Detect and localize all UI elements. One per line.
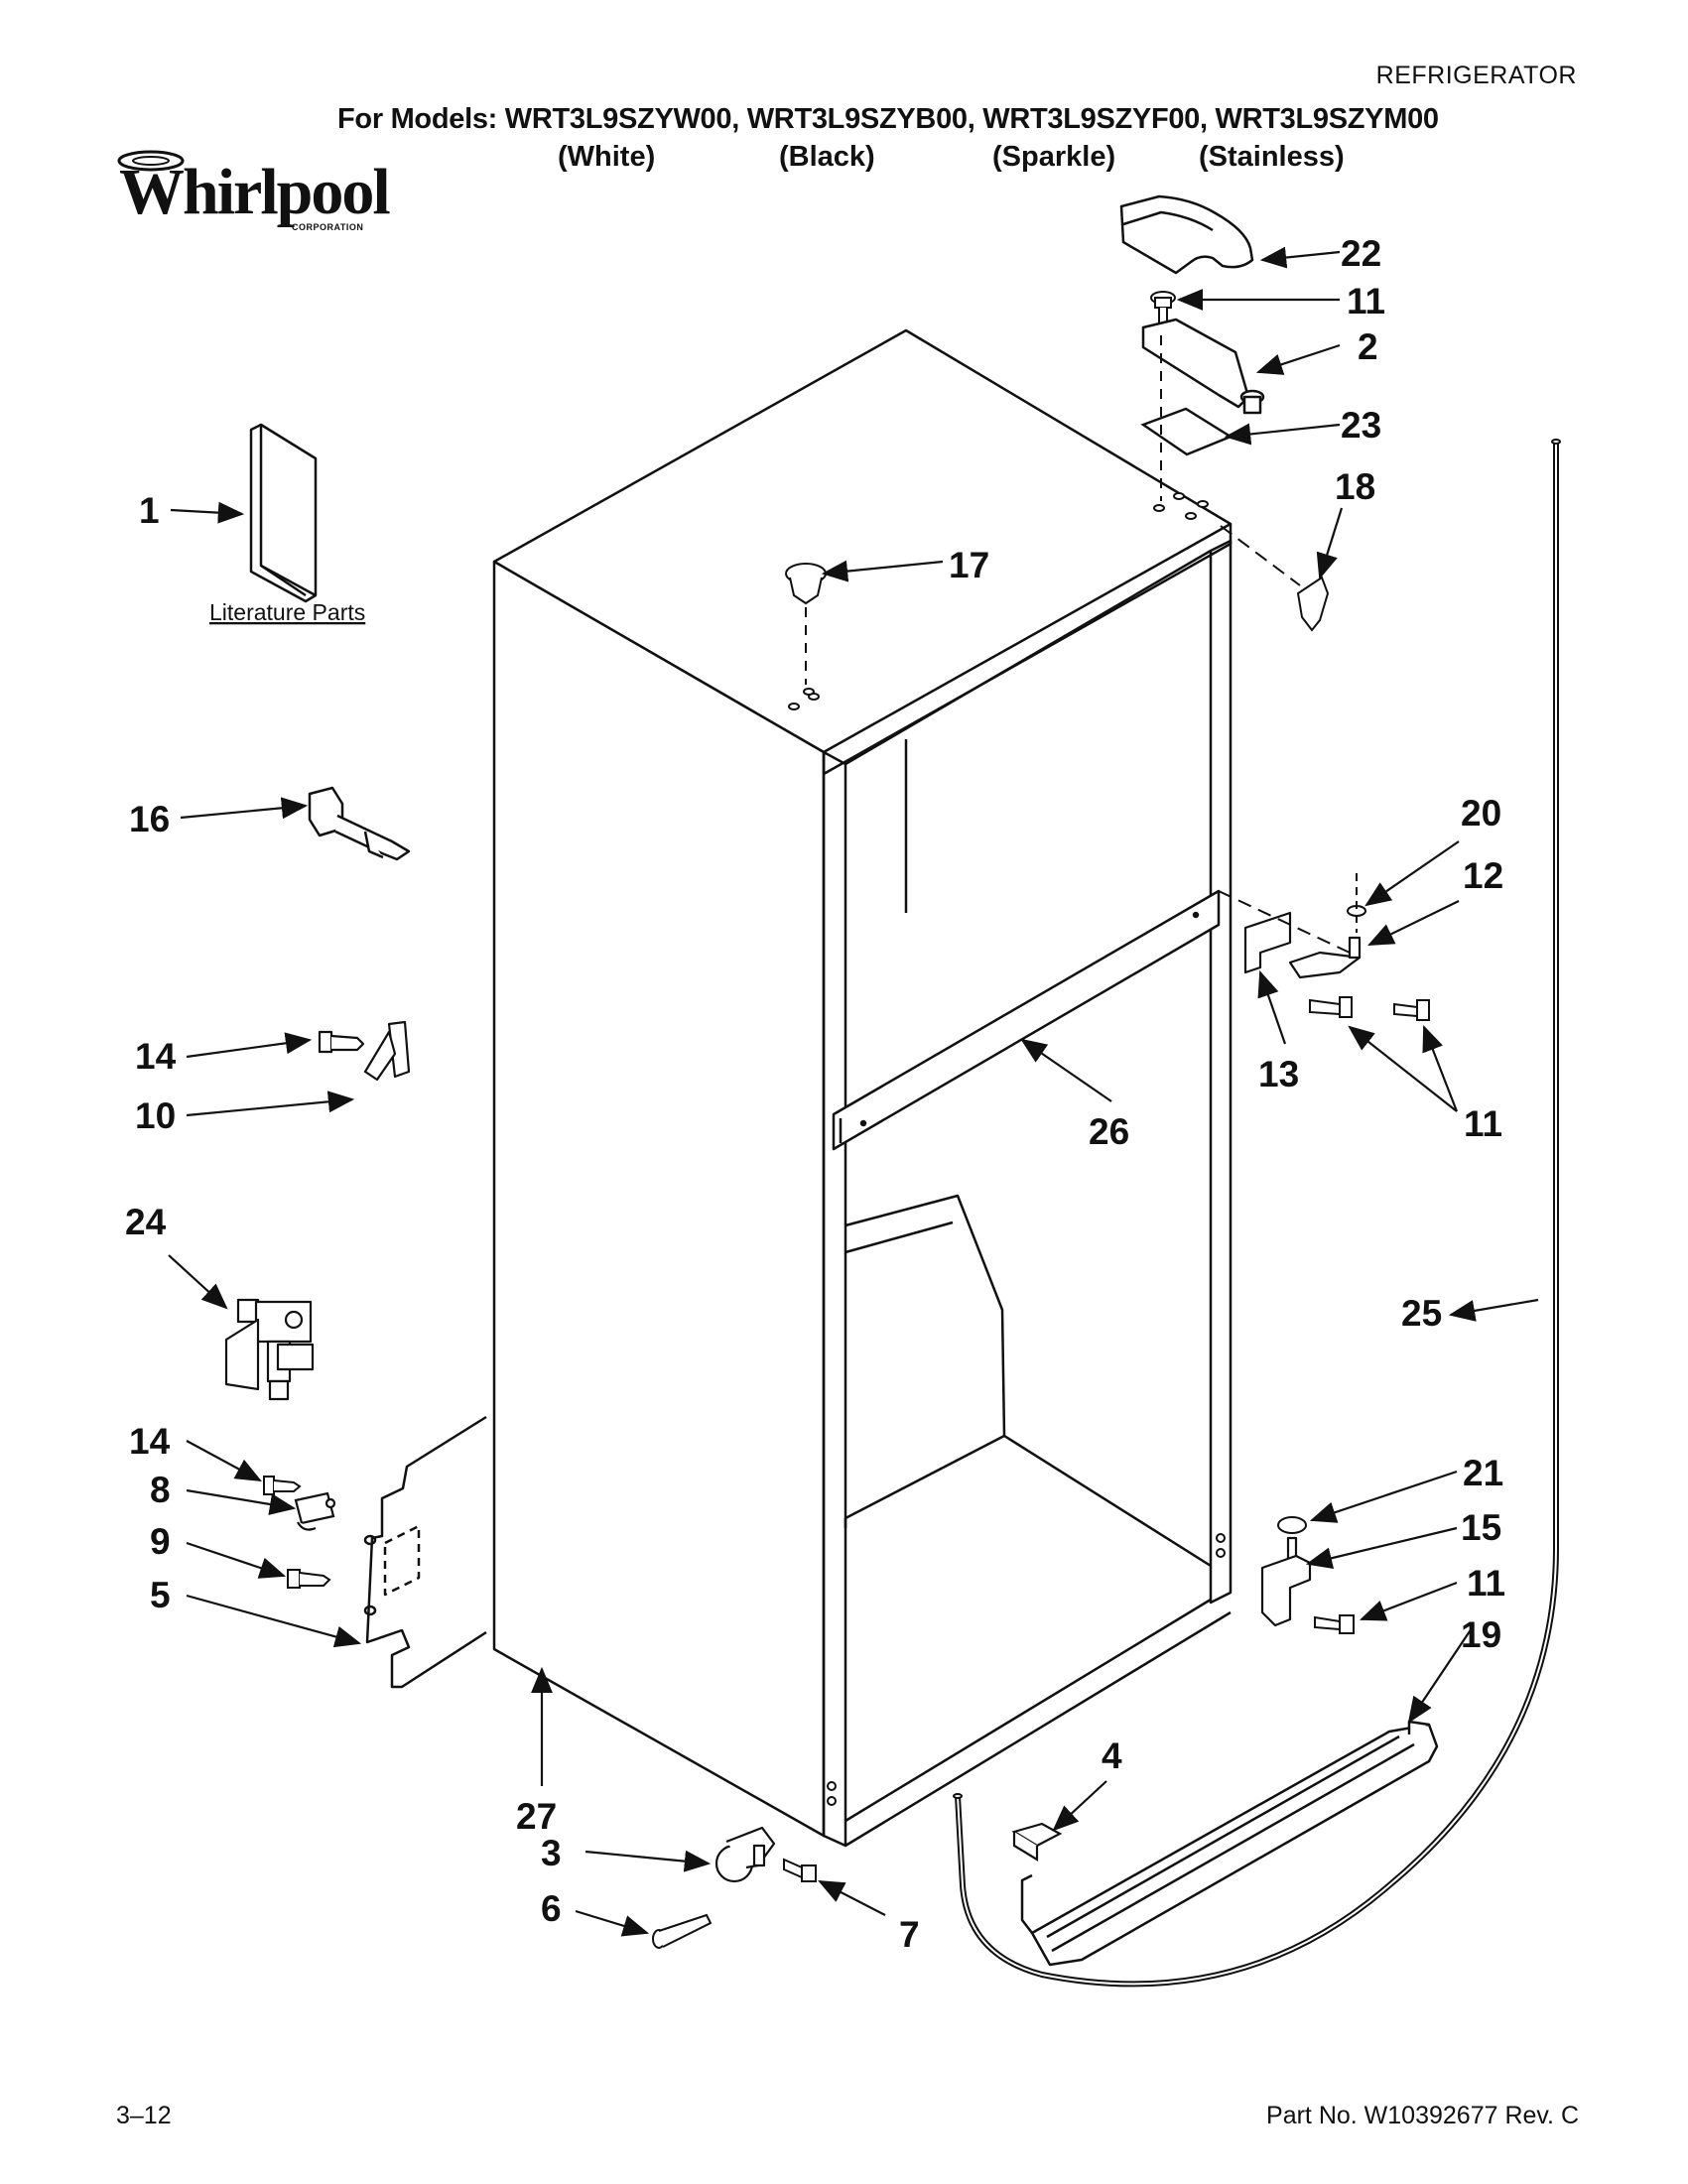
swirl-icon xyxy=(117,150,185,172)
callout-11-low: 11 xyxy=(1467,1563,1505,1604)
clip-and-screw xyxy=(318,1020,411,1082)
callout-24: 24 xyxy=(125,1202,167,1242)
bottom-hinge xyxy=(1260,1536,1312,1627)
screw-14-lower xyxy=(263,1476,302,1495)
callout-4: 4 xyxy=(1102,1735,1122,1776)
callout-25: 25 xyxy=(1401,1293,1442,1334)
screws-center-hinge xyxy=(1309,996,1430,1021)
callout-16: 16 xyxy=(129,799,170,839)
callout-7: 7 xyxy=(899,1914,920,1955)
callout-21: 21 xyxy=(1463,1453,1503,1493)
part-number: Part No. W10392677 Rev. C xyxy=(1266,2102,1579,2129)
hinge-shim xyxy=(1140,407,1234,456)
callout-5: 5 xyxy=(150,1575,171,1615)
callout-labels: 1 22 11 2 23 18 17 16 20 12 13 11 26 14 … xyxy=(125,233,1505,1955)
hinge-hole-plug xyxy=(1296,576,1330,632)
page-number: 3–12 xyxy=(116,2102,172,2129)
toe-grille xyxy=(1020,1720,1439,1967)
brand-name: Whirlpool xyxy=(119,156,391,228)
callout-6: 6 xyxy=(541,1888,562,1929)
color-white: (White) xyxy=(558,141,656,173)
screw-top-hinge xyxy=(1150,291,1176,333)
hinge-cover xyxy=(1119,194,1254,275)
callout-14-lower: 14 xyxy=(129,1421,171,1462)
top-hinge xyxy=(1141,318,1265,415)
callout-8: 8 xyxy=(150,1470,171,1510)
callout-12: 12 xyxy=(1463,855,1503,896)
callout-26: 26 xyxy=(1089,1111,1129,1152)
water-tube xyxy=(955,442,1559,1988)
rear-access-panel xyxy=(363,1415,487,1689)
callout-20: 20 xyxy=(1461,793,1501,834)
callout-9: 9 xyxy=(150,1521,171,1562)
callout-13: 13 xyxy=(1258,1054,1299,1094)
callout-2: 2 xyxy=(1358,326,1378,367)
callout-14-upper: 14 xyxy=(135,1036,177,1077)
literature-parts-label: Literature Parts xyxy=(209,599,365,625)
callout-18: 18 xyxy=(1335,466,1375,507)
screw-7 xyxy=(783,1858,817,1882)
washer-21 xyxy=(1277,1516,1307,1534)
plug-button xyxy=(785,563,827,605)
roller-leveler xyxy=(714,1826,776,1883)
callout-11-mid: 11 xyxy=(1464,1103,1502,1144)
color-sparkle: (Sparkle) xyxy=(992,141,1116,173)
callout-1: 1 xyxy=(139,490,160,531)
callout-19: 19 xyxy=(1461,1614,1501,1655)
center-hinge xyxy=(1243,911,1362,979)
callout-22: 22 xyxy=(1341,233,1381,274)
callout-11-top: 11 xyxy=(1347,281,1385,321)
door-stop xyxy=(308,786,411,861)
clip-8 xyxy=(294,1491,336,1531)
screw-9 xyxy=(287,1569,331,1589)
cabinet-top-holes xyxy=(788,492,1226,1806)
callout-15: 15 xyxy=(1461,1507,1501,1548)
brand-tagline: CORPORATION xyxy=(292,222,364,232)
whirlpool-logo: Whirlpool CORPORATION xyxy=(111,147,391,242)
literature-book xyxy=(249,423,318,603)
color-stainless: (Stainless) xyxy=(1199,141,1345,173)
category-label: REFRIGERATOR xyxy=(1375,62,1577,89)
pin-6 xyxy=(652,1913,713,1949)
models-line: For Models: WRT3L9SZYW00, WRT3L9SZYB00, … xyxy=(337,103,1439,135)
grille-clip-4 xyxy=(1011,1822,1063,1862)
callout-10: 10 xyxy=(135,1095,176,1136)
callout-17: 17 xyxy=(949,545,989,585)
callout-27: 27 xyxy=(516,1796,557,1837)
callout-23: 23 xyxy=(1341,405,1381,446)
color-black: (Black) xyxy=(779,141,875,173)
water-valve xyxy=(224,1298,315,1401)
callout-3: 3 xyxy=(541,1833,562,1873)
screw-bottom-hinge xyxy=(1314,1614,1355,1634)
cabinet xyxy=(492,328,1233,1848)
